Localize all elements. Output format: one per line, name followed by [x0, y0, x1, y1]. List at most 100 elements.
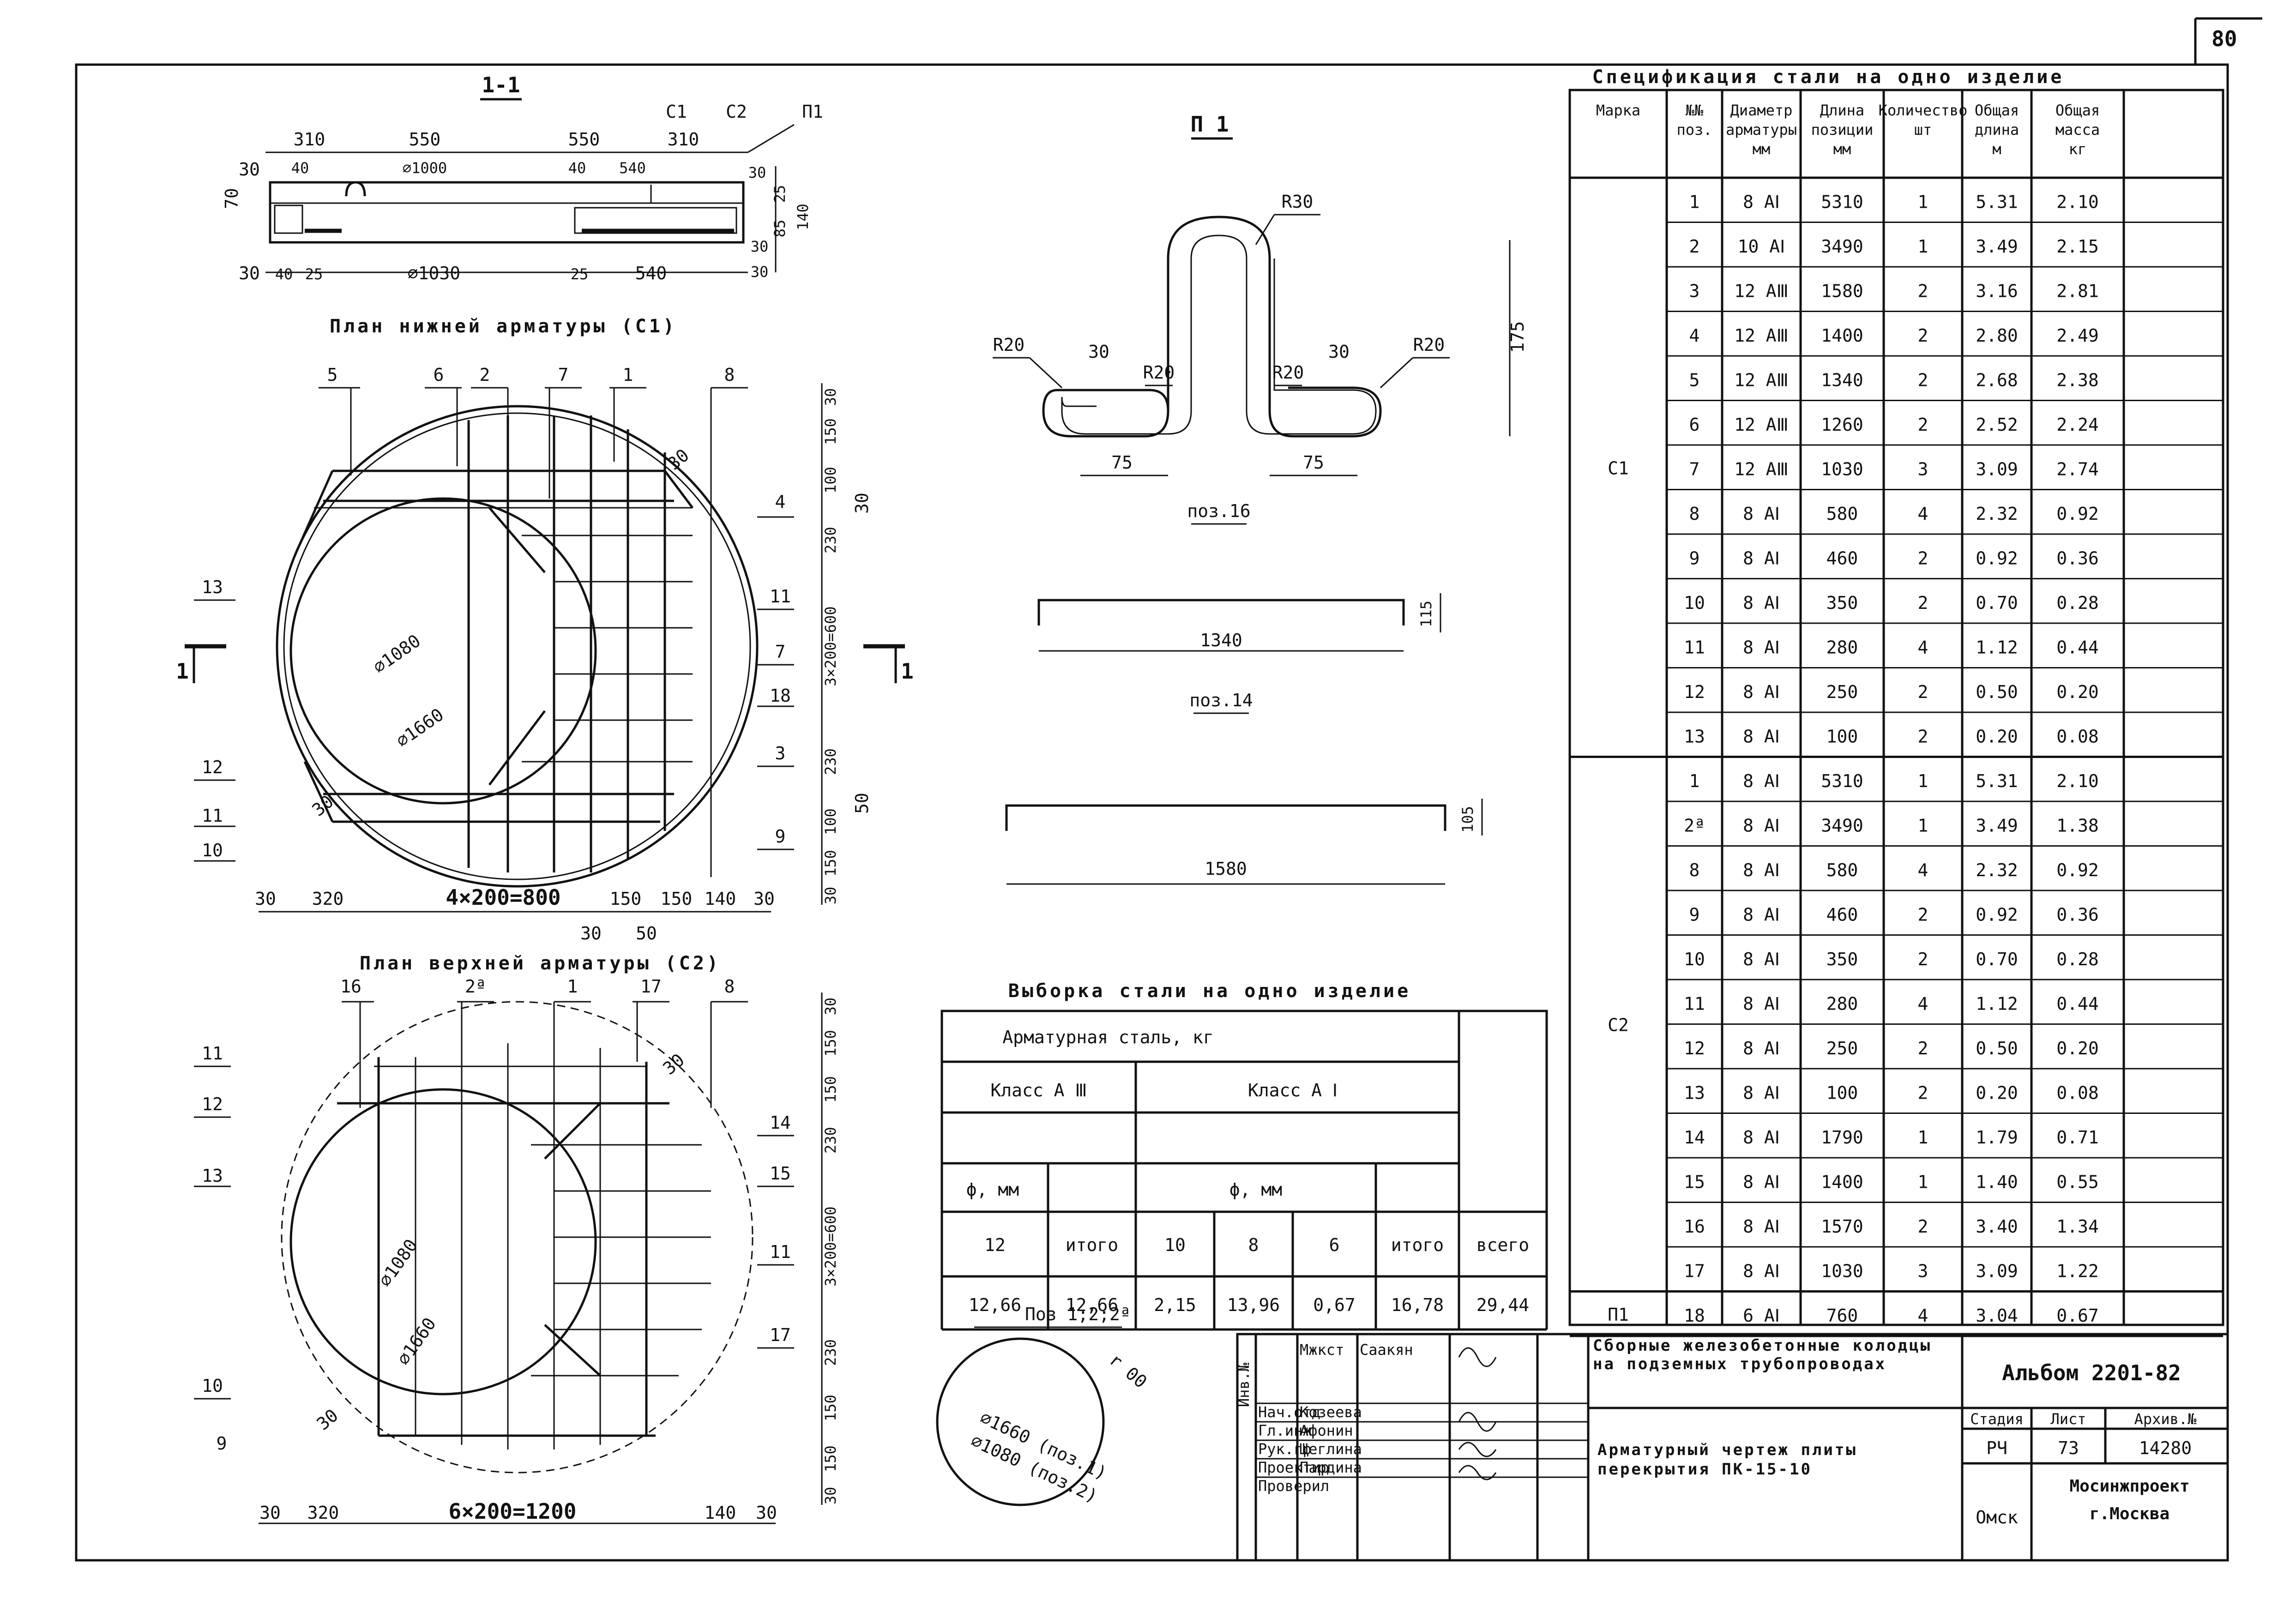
spec-cell: 0.08: [2056, 1083, 2099, 1103]
dim: 230: [822, 1339, 839, 1366]
detail-caption: поз.16: [1187, 501, 1250, 521]
spec-cell: 5310: [1821, 771, 1863, 791]
spec-cell: 0.92: [1976, 548, 2018, 569]
dim: 320: [312, 889, 344, 909]
phi-label: ϕ, мм: [966, 1179, 1019, 1200]
col-head: 6: [1329, 1235, 1340, 1255]
spec-cell: 0.20: [1976, 1083, 2018, 1103]
dim: 1340: [1200, 630, 1242, 650]
spec-header: Общая: [1975, 102, 2019, 119]
spec-header: Длина: [1820, 102, 1864, 119]
dim: 75: [1111, 452, 1133, 473]
spec-cell: 1: [1918, 236, 1928, 257]
dim: ⌀1660: [392, 704, 447, 752]
dim: 30: [753, 889, 775, 909]
spec-cell: 1400: [1821, 1172, 1863, 1192]
leader-label: 17: [640, 976, 662, 997]
spec-cell: 580: [1826, 860, 1858, 880]
section-1-1: 1-1 310 550 550 310 40 ⌀1000 40 540 С1 С…: [222, 72, 823, 283]
tb-role: Рук.гр: [1258, 1440, 1312, 1458]
dim: ⌀1080: [374, 1235, 422, 1290]
spec-cell: 280: [1826, 638, 1858, 658]
spec-cell: 2.68: [1976, 370, 2018, 391]
dim: 30: [664, 445, 693, 474]
spec-cell: 1.79: [1976, 1127, 2018, 1148]
dim: 115: [1417, 601, 1435, 627]
dim: 320: [307, 1503, 339, 1523]
steel-selection-table: Выборка стали на одно изделие Арматурная…: [940, 980, 1548, 1331]
spec-cell: 8 АⅠ: [1743, 994, 1780, 1014]
dim: 540: [619, 159, 646, 177]
tb-role: Гл.инж: [1258, 1422, 1312, 1439]
title-block: Инв.№ Мжкст Саакян Нач.отд Козеева Гл.ин…: [1235, 1333, 2229, 1562]
spec-cell: 8 АⅠ: [1743, 1127, 1780, 1148]
project-name: Сборные железобетонные колодцы на подзем…: [1593, 1336, 1932, 1373]
spec-cell: 0.71: [2056, 1127, 2099, 1148]
dim: 30: [313, 1405, 342, 1434]
spec-cell: 580: [1826, 504, 1858, 524]
dim: 140: [794, 204, 812, 230]
dim: 50: [636, 923, 657, 944]
spec-cell: 460: [1826, 905, 1858, 925]
detail-p1: П 1 R30 R20 30 R20 R20 30 R20 75 75 175 …: [993, 112, 1528, 525]
spec-cell: 3490: [1821, 816, 1863, 836]
leader-label: 16: [340, 976, 362, 997]
spec-cell: 8 АⅠ: [1743, 504, 1780, 524]
spec-header: №№: [1686, 102, 1704, 119]
dim: 30: [259, 1503, 281, 1523]
spec-cell: 8 АⅠ: [1743, 192, 1780, 212]
dim: 40: [275, 265, 293, 283]
leader-label: 11: [202, 1043, 223, 1064]
dim: 30: [748, 164, 766, 181]
spec-header: Количество: [1879, 102, 1968, 119]
spec-cell: 3.09: [1976, 459, 2018, 480]
spec-cell: 8 АⅠ: [1743, 1083, 1780, 1103]
dim: 30: [239, 263, 260, 283]
spec-cell: 3.09: [1976, 1261, 2018, 1281]
dim: 540: [635, 263, 667, 283]
dim: 230: [822, 748, 839, 775]
spec-cell: 12 АⅢ: [1734, 370, 1789, 391]
dim: 25: [771, 185, 789, 203]
spec-header: масса: [2055, 121, 2100, 138]
spec-header: м: [1992, 140, 2001, 158]
spec-cell: 2ª: [1684, 816, 1705, 836]
leader-label: 3: [775, 743, 786, 764]
spec-cell: 1: [1918, 771, 1928, 791]
leader-label: 2: [480, 365, 490, 385]
dim: R20: [993, 335, 1025, 355]
dim: 310: [294, 129, 325, 150]
dim: 3×200=600: [822, 606, 839, 686]
spec-cell: 0.36: [2056, 905, 2099, 925]
spec-cell: 1: [1689, 192, 1700, 212]
spec-mark: С2: [1608, 1015, 1629, 1035]
spec-header: Диаметр: [1730, 102, 1793, 119]
dim: 30: [852, 493, 872, 514]
spec-cell: 6 АⅠ: [1743, 1305, 1780, 1326]
spec-cell: 100: [1826, 1083, 1858, 1103]
ring-angle: r 00: [1105, 1349, 1151, 1392]
dim: 140: [705, 1503, 736, 1523]
dim: 30: [239, 159, 260, 180]
value-cell: 12,66: [969, 1295, 1021, 1315]
tb-person: Пардина: [1300, 1459, 1362, 1476]
spec-cell: 0.50: [1976, 1038, 2018, 1059]
spec-cell: 3490: [1821, 236, 1863, 257]
sheet-header: Лист: [2050, 1410, 2086, 1428]
dim: 6×200=1200: [449, 1499, 577, 1524]
dim: 30: [1328, 342, 1350, 362]
spec-cell: 0.20: [2056, 682, 2099, 702]
spec-cell: 250: [1826, 682, 1858, 702]
spec-title: Спецификация стали на одно изделие: [1592, 66, 2065, 88]
spec-cell: 8 АⅠ: [1743, 771, 1780, 791]
spec-header: длина: [1975, 121, 2019, 138]
spec-cell: 8 АⅠ: [1743, 682, 1780, 702]
tb-person: Саакян: [1360, 1341, 1413, 1359]
spec-cell: 0.67: [2056, 1305, 2099, 1326]
dim: 550: [568, 129, 600, 150]
value-cell: 13,96: [1227, 1295, 1280, 1315]
class-a3: Класс А Ⅲ: [990, 1080, 1087, 1101]
spec-cell: 5.31: [1976, 192, 2018, 212]
organization: Мосинжпроект г.Москва: [2069, 1477, 2190, 1523]
dim: 40: [568, 159, 586, 177]
